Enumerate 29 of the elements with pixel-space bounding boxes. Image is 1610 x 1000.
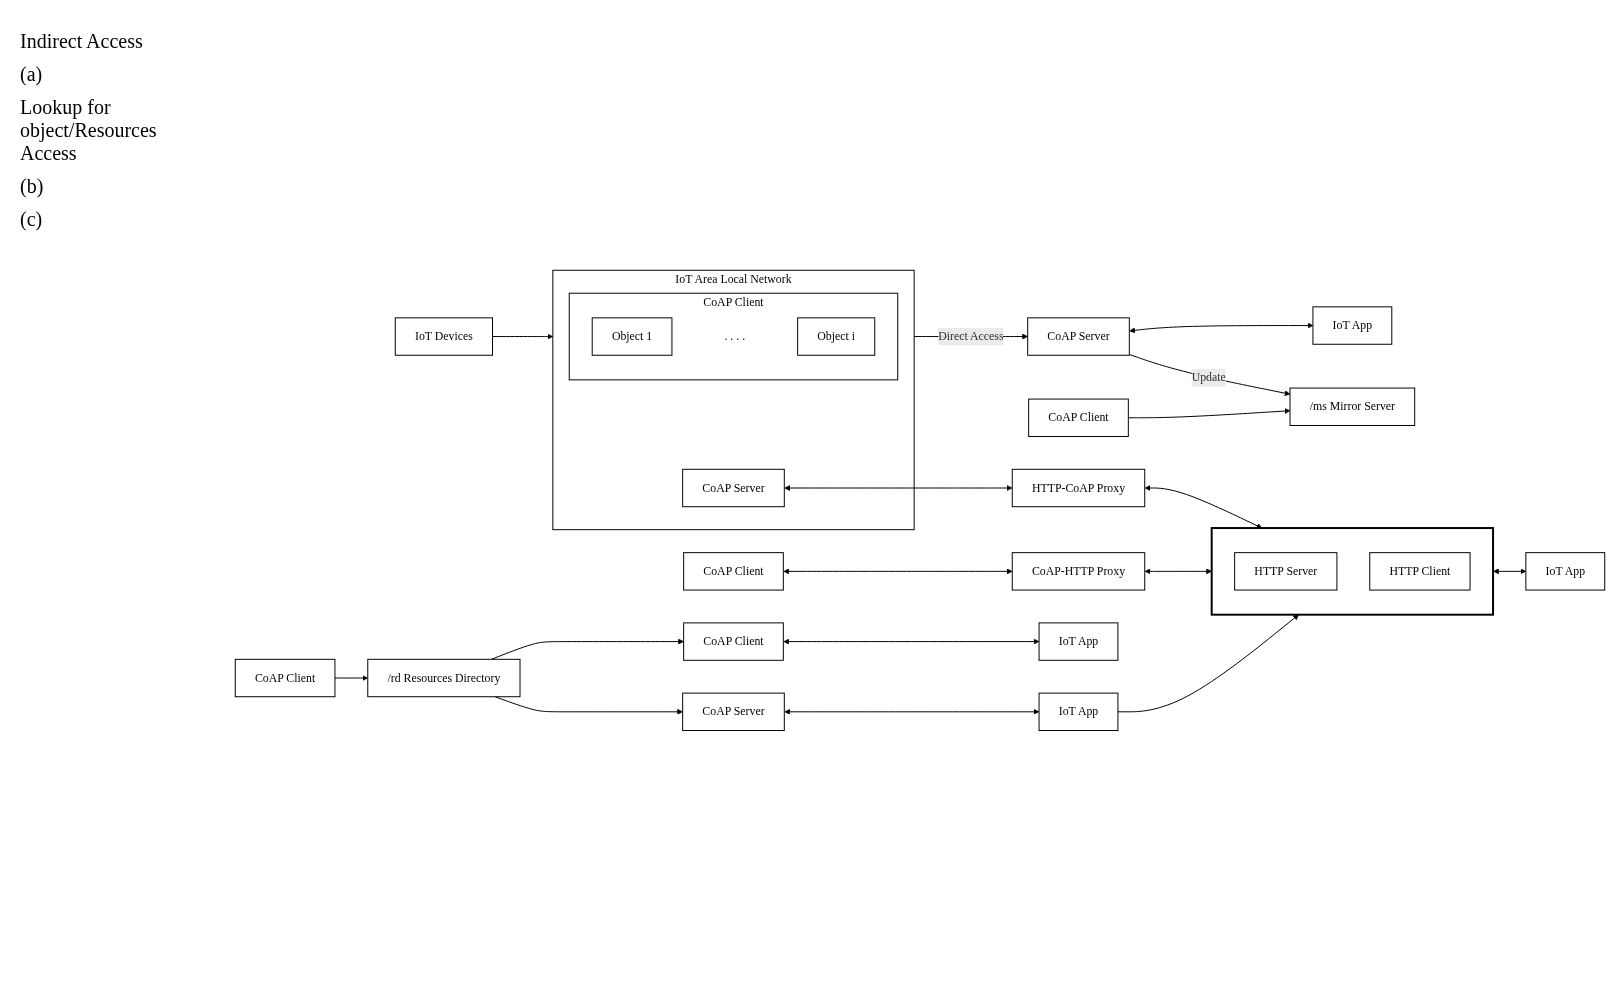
note-text: (a): [20, 63, 44, 86]
note-text: (b): [20, 175, 45, 198]
note-text: Lookup for object/Resources Access: [20, 96, 158, 165]
node-box: /ms Mirror Server: [1289, 387, 1416, 426]
node-box: IoT App: [1038, 622, 1119, 661]
edge-label: Direct Access: [938, 329, 1004, 343]
node-box: Object 1: [591, 316, 673, 356]
node-box: CoAP Client: [683, 551, 784, 591]
node-box: IoT App: [1312, 305, 1393, 345]
node-box: Object i: [797, 316, 876, 356]
node-box: /rd Resources Directory: [367, 658, 521, 697]
cluster: [1210, 526, 1495, 616]
node-box: CoAP Client: [1028, 398, 1129, 437]
edge-label: Update: [1191, 370, 1226, 384]
node-box: IoT App: [1525, 551, 1606, 591]
note-text: (c): [20, 208, 44, 231]
node-box: CoAP Server: [682, 468, 785, 507]
note-text: Indirect Access: [20, 30, 144, 53]
node-box: HTTP Client: [1369, 551, 1471, 591]
node-box: CoAP Server: [1027, 316, 1130, 356]
node-box: CoAP Client: [234, 658, 336, 697]
node-box: IoT Devices: [394, 316, 493, 356]
node-box: CoAP-HTTP Proxy: [1011, 551, 1146, 591]
node-box: CoAP Server: [682, 692, 785, 731]
node-box: HTTP Server: [1234, 551, 1338, 591]
node-box: HTTP-CoAP Proxy: [1011, 468, 1146, 507]
node-text: . . . .: [724, 329, 746, 343]
node-box: IoT App: [1038, 692, 1119, 731]
node-box: CoAP Client: [683, 622, 784, 661]
